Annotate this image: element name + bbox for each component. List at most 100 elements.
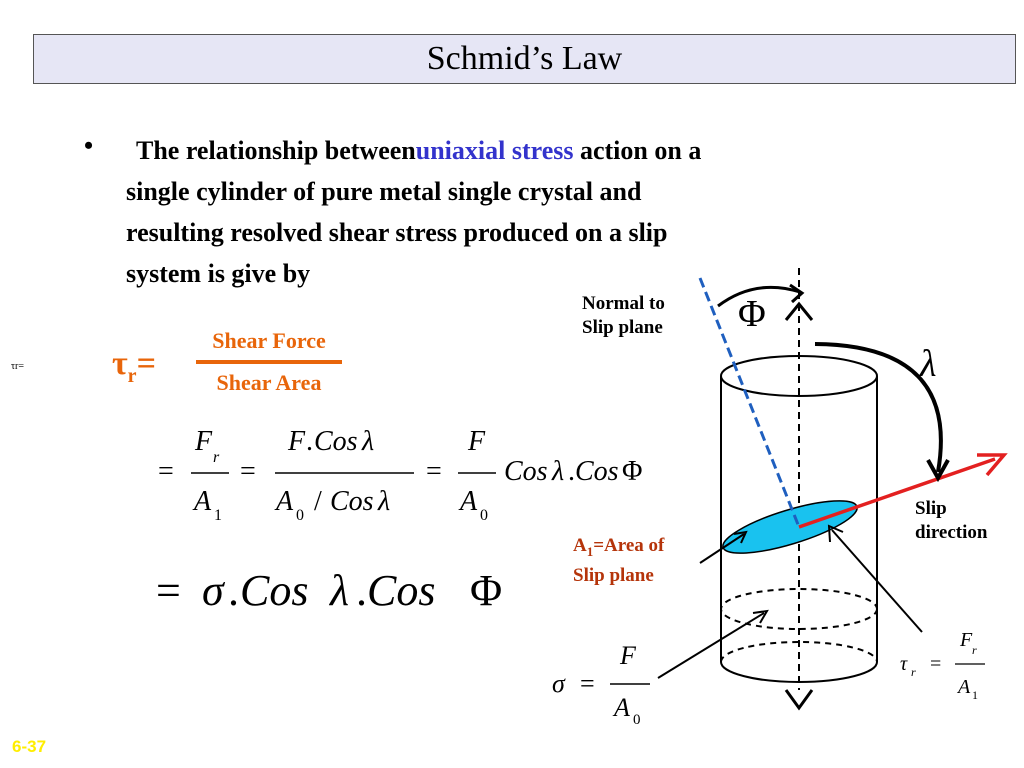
svg-text:A: A (458, 486, 478, 517)
phi-arc-arrowhead (789, 283, 805, 304)
svg-text:0: 0 (296, 507, 304, 524)
normal-to-slip-plane-label: Normal to Slip plane (582, 292, 665, 340)
bullet-text-part2: action on a (573, 136, 702, 165)
normal-label-line-1: Normal to (582, 293, 665, 314)
axis-arrow-up (784, 301, 814, 321)
svg-text:1: 1 (972, 688, 978, 702)
sigma-equation: σ = F A 0 (552, 641, 650, 728)
svg-text:λ: λ (377, 486, 390, 517)
svg-text:=: = (240, 456, 256, 487)
area-label-line-2: Slip plane (573, 564, 654, 586)
area-of-slip-plane-label: A1=Area of Slip plane (573, 534, 664, 588)
svg-text:Cos: Cos (314, 426, 358, 457)
bullet-line-3: resulting resolved shear stress produced… (126, 218, 668, 247)
slip-direction-label: Slip direction (915, 497, 987, 545)
svg-text:λ: λ (551, 456, 564, 487)
svg-text:.: . (568, 456, 575, 487)
slip-direction-arrow-line (798, 457, 996, 529)
bullet-text-part1: The relationship between (136, 136, 416, 165)
tau-definition-lhs: τr= (112, 345, 156, 388)
inner-dashed-ellipse (720, 588, 878, 630)
pointer-tau-head (827, 524, 844, 543)
svg-text:Cos: Cos (504, 456, 548, 487)
svg-text:F: F (619, 641, 637, 670)
svg-text:τ: τ (900, 653, 908, 675)
lambda-arc-arrowhead (926, 459, 950, 483)
shear-force-label: Shear Force (212, 328, 326, 353)
cylinder-diagram (657, 268, 1008, 711)
bullet-marker: • (84, 131, 94, 160)
svg-text:=: = (156, 566, 181, 615)
svg-text:Cos: Cos (330, 486, 374, 517)
tiny-tau-label: τr= (11, 361, 24, 372)
slip-direction-arrowhead (977, 453, 1008, 477)
svg-text:Φ: Φ (622, 456, 642, 487)
slip-label-line-2: direction (915, 522, 988, 543)
normal-label-line-2: Slip plane (582, 317, 663, 338)
tau-equals: = (136, 345, 156, 382)
fraction-fr-a1: F r A 1 (191, 426, 229, 524)
svg-text:A: A (956, 676, 971, 698)
lambda-arc (814, 342, 943, 473)
shear-area-label: Shear Area (216, 370, 322, 395)
svg-text:.: . (228, 566, 239, 615)
svg-text:Cos: Cos (575, 456, 619, 487)
phi-symbol: Φ (738, 293, 766, 335)
equation-line-1: = F r A 1 = F . Cos λ A 0 / Cos λ = F A … (158, 426, 642, 524)
tau-fr-a1-equation: τ r = F r A 1 (900, 629, 985, 702)
tau-subscript: r (127, 364, 137, 387)
svg-text:F: F (959, 629, 973, 651)
bullet-line-2: single cylinder of pure metal single cry… (126, 177, 642, 206)
slide-title: Schmid’s Law (426, 40, 623, 77)
pointer-tau (831, 529, 923, 633)
area-a: A (573, 535, 587, 556)
svg-text:Cos: Cos (240, 566, 308, 615)
fraction-fcos-over-a0cos: F . Cos λ A 0 / Cos λ (274, 426, 414, 524)
slide-title-box: Schmid’s Law (33, 34, 1016, 84)
pointer-a1 (699, 533, 745, 564)
pointer-sigma-head (752, 609, 769, 624)
bullet-line-4: system is give by (126, 259, 311, 288)
svg-text:.: . (306, 426, 313, 457)
svg-text:σ: σ (552, 669, 566, 698)
bullet-highlight: uniaxial stress (415, 136, 574, 165)
svg-text:A: A (612, 693, 630, 722)
axis-arrow-down (784, 689, 814, 711)
cylinder-bottom-dashed-arc (720, 641, 878, 663)
svg-text:σ: σ (202, 566, 226, 615)
lambda-symbol: λ (920, 343, 937, 385)
slip-label-line-1: Slip (915, 498, 947, 519)
svg-text:A: A (192, 486, 212, 517)
svg-text:λ: λ (328, 566, 349, 615)
equation-line-2: = σ . Cos λ . Cos Φ (156, 566, 502, 615)
svg-text:r: r (972, 643, 977, 657)
svg-text:Φ: Φ (470, 566, 502, 615)
svg-text:=: = (158, 456, 174, 487)
svg-text:λ: λ (361, 426, 374, 457)
svg-text:r: r (911, 665, 916, 679)
svg-text:Cos: Cos (367, 566, 435, 615)
svg-text:F: F (194, 426, 213, 457)
phi-arc (717, 285, 801, 308)
svg-text:F: F (287, 426, 306, 457)
svg-text:1: 1 (214, 507, 222, 524)
svg-text:/: / (314, 486, 322, 517)
tau-symbol: τ (112, 345, 128, 382)
svg-text:r: r (213, 449, 220, 466)
fraction-bar (196, 360, 342, 364)
svg-text:0: 0 (480, 507, 488, 524)
svg-text:=: = (930, 653, 941, 675)
pointer-a1-head (733, 530, 748, 544)
area-rest: =Area of (593, 535, 665, 556)
svg-text:A: A (274, 486, 294, 517)
svg-text:=: = (426, 456, 442, 487)
fraction-f-a0: F A 0 (458, 426, 496, 524)
bullet-paragraph: The relationship between uniaxial stress… (126, 130, 906, 294)
slide-number: 6-37 (12, 737, 47, 756)
svg-text:0: 0 (633, 712, 641, 728)
area-sub: 1 (586, 543, 594, 559)
shear-fraction: Shear Force Shear Area (196, 328, 342, 396)
svg-text:=: = (580, 669, 595, 698)
pointer-sigma (657, 612, 765, 679)
